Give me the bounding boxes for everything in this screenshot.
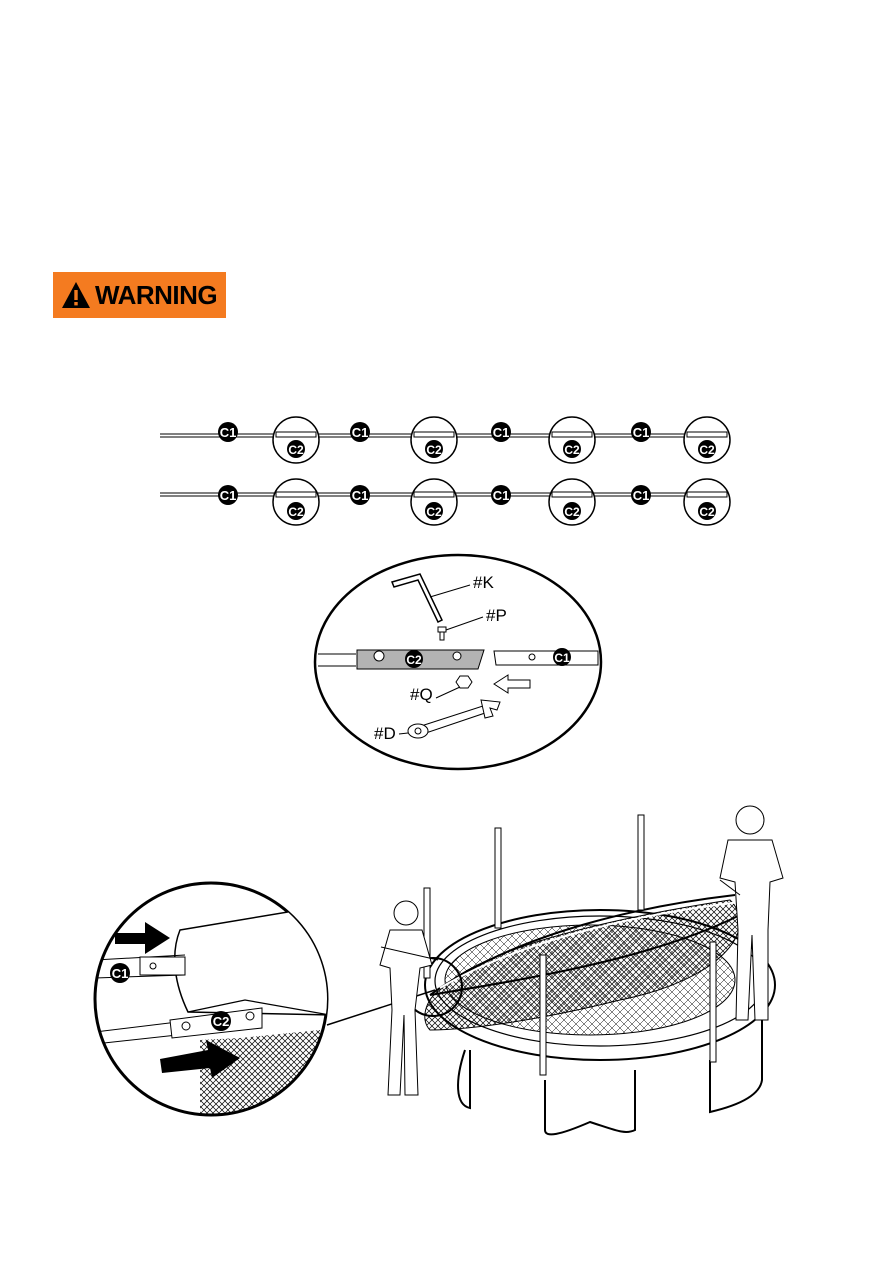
warning-label: WARNING — [95, 279, 218, 310]
rod-c1-label: C1 — [493, 488, 510, 503]
rod-c1-label: C1 — [220, 425, 237, 440]
sleeve-c2-label: C2 — [288, 505, 304, 519]
sleeve-c2-callout: C2 — [548, 416, 596, 464]
push-arrow-icon — [115, 922, 170, 954]
hex-key-label: #K — [473, 573, 494, 592]
push-arrow-icon — [160, 1040, 240, 1078]
rod-c1-marker: C1 — [631, 485, 651, 505]
sleeve-c2-callout: C2 — [548, 478, 596, 526]
person-left — [379, 900, 439, 1096]
sleeve-c2-label: C2 — [564, 505, 580, 519]
inset-sleeve-c2-marker: C2 — [211, 1011, 231, 1031]
rod-c1-label: C1 — [633, 488, 650, 503]
svg-text:C2: C2 — [406, 653, 422, 667]
sleeve-c2-label: C2 — [699, 505, 715, 519]
sleeve-c2-callout: C2 — [410, 416, 458, 464]
svg-text:C1: C1 — [112, 966, 129, 981]
hex-key-icon — [390, 573, 443, 624]
person-right — [719, 805, 784, 1021]
sleeve-c2-label: C2 — [426, 505, 442, 519]
sleeve-c2-label: C2 — [564, 443, 580, 457]
inset-rod-c1-marker: C1 — [110, 963, 130, 983]
svg-text:C1: C1 — [554, 651, 570, 665]
trampoline-scene — [326, 805, 784, 1136]
rod-c1-marker: C1 — [631, 422, 651, 442]
sleeve-c2-callout: C2 — [683, 478, 731, 526]
rod-c1-marker: C1 — [491, 422, 511, 442]
rod-c1-marker: C1 — [350, 422, 370, 442]
sleeve-c2-label: C2 — [699, 443, 715, 457]
sleeve-c2-label: C2 — [426, 443, 442, 457]
wrench-label: #D — [374, 724, 396, 743]
sleeve-c2-callout: C2 — [272, 478, 320, 526]
hardware-detail-figure: C2 C1 #K #P #Q #D — [313, 553, 603, 771]
safety-net — [424, 899, 741, 1031]
inset-detail: C1 C2 — [93, 881, 329, 1117]
sleeve-c2-callout: C2 — [272, 416, 320, 464]
bolt-label: #P — [486, 606, 507, 625]
rod-c1-label: C1 — [352, 425, 369, 440]
rod-assembly-figure: C1 C2 C1 C2 C1 C2 C1 C2 C1 C2 C1 C2 C1 C… — [160, 416, 731, 526]
rod-c1-label: C1 — [493, 425, 510, 440]
rod-c1-label: C1 — [220, 488, 237, 503]
rod-c1-marker: C1 — [218, 422, 238, 442]
rod-c1-label: C1 — [633, 425, 650, 440]
sleeve-c2-marker: C2 — [405, 650, 423, 668]
nut-icon — [455, 675, 473, 689]
warning-triangle-icon — [62, 282, 90, 308]
rod-c1-marker: C1 — [553, 648, 571, 666]
sleeve-c2-callout: C2 — [410, 478, 458, 526]
rod-c1-marker: C1 — [218, 485, 238, 505]
sleeve-c2-callout: C2 — [683, 416, 731, 464]
nut-label: #Q — [410, 685, 433, 704]
warning-badge: WARNING — [53, 272, 226, 318]
svg-text:C2: C2 — [213, 1014, 230, 1029]
rod-c1-marker: C1 — [350, 485, 370, 505]
insert-arrow-icon — [493, 674, 531, 694]
rod-c1-label: C1 — [352, 488, 369, 503]
rod-c1-marker: C1 — [491, 485, 511, 505]
sleeve-c2-label: C2 — [288, 443, 304, 457]
wrench-icon — [407, 699, 501, 739]
